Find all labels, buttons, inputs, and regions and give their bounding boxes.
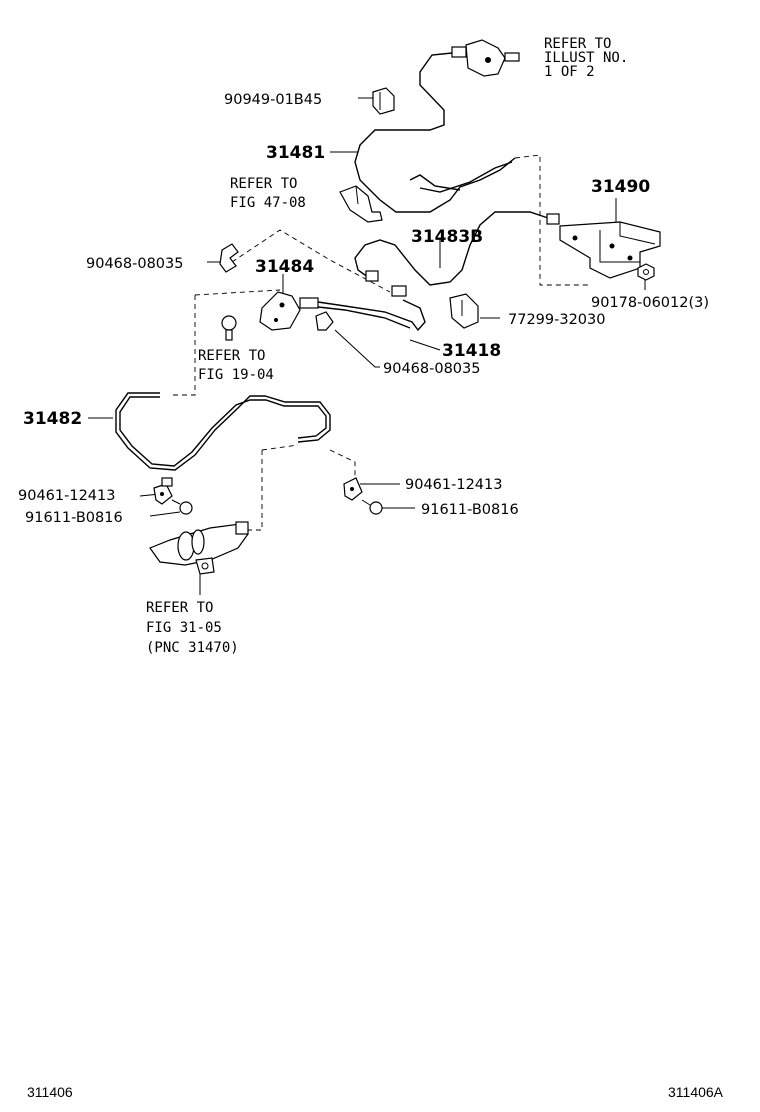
refer-illust-line-1: REFER TO bbox=[544, 36, 611, 52]
refer-fig-19-04-line-2: FIG 19-04 bbox=[198, 367, 274, 383]
bolt-91611-b0816-left bbox=[171, 499, 193, 515]
clip-90461-12413-left bbox=[153, 477, 173, 505]
label-90178-06012: 90178-06012(3) bbox=[591, 295, 709, 311]
clip-90468-08035-upper bbox=[219, 243, 239, 273]
junction-fitting-top bbox=[451, 39, 520, 77]
tube-31482 bbox=[115, 392, 331, 471]
refer-fig-31-05-line-2: FIG 31-05 bbox=[146, 620, 222, 636]
nut-90178-06012 bbox=[637, 263, 655, 281]
clamp-77299-32030 bbox=[449, 293, 479, 329]
label-90461-12413-left: 90461-12413 bbox=[18, 488, 116, 504]
label-77299-32030: 77299-32030 bbox=[508, 312, 606, 328]
fitting-31418-end bbox=[391, 285, 407, 297]
bracket-31490 bbox=[546, 213, 661, 279]
bracket-31484 bbox=[259, 291, 319, 331]
refer-fig-47-08-line-2: FIG 47-08 bbox=[230, 195, 306, 211]
label-90461-12413-right: 90461-12413 bbox=[405, 477, 503, 493]
clamp-90949-01b45 bbox=[372, 87, 395, 115]
label-90468-08035-upper: 90468-08035 bbox=[86, 256, 184, 272]
tube-31481-return bbox=[419, 161, 513, 193]
refer-fig-47-08-line-1: REFER TO bbox=[230, 176, 297, 192]
bolt-fig-19-04 bbox=[221, 315, 237, 341]
label-31481: 31481 bbox=[266, 143, 325, 163]
clip-90461-12413-right bbox=[343, 477, 363, 501]
label-31483b: 31483B bbox=[411, 227, 483, 247]
footer-left-code: 311406 bbox=[27, 1084, 73, 1100]
refer-illust-line-2: ILLUST NO. bbox=[544, 50, 628, 66]
label-31482: 31482 bbox=[23, 409, 82, 429]
label-90949-01b45: 90949-01B45 bbox=[224, 92, 322, 108]
label-31418: 31418 bbox=[442, 341, 501, 361]
release-cylinder-fig-31-05 bbox=[149, 521, 249, 575]
clip-90468-08035-lower bbox=[315, 311, 334, 331]
label-91611-b0816-left: 91611-B0816 bbox=[25, 510, 123, 526]
tube-31481 bbox=[354, 52, 516, 213]
refer-fig-31-05-line-3: (PNC 31470) bbox=[146, 640, 239, 656]
label-31490: 31490 bbox=[591, 177, 650, 197]
clip-fig-47-08 bbox=[339, 185, 383, 223]
hose-31418 bbox=[317, 299, 426, 332]
bolt-91611-b0816-right bbox=[361, 499, 383, 515]
label-91611-b0816-right: 91611-B0816 bbox=[421, 502, 519, 518]
refer-fig-31-05-line-1: REFER TO bbox=[146, 600, 213, 616]
footer-right-code: 311406A bbox=[668, 1084, 724, 1100]
label-31484: 31484 bbox=[255, 257, 314, 277]
refer-fig-19-04-line-1: REFER TO bbox=[198, 348, 265, 364]
refer-illust-line-3: 1 OF 2 bbox=[544, 64, 595, 80]
fitting-31483b-end bbox=[365, 270, 379, 282]
label-90468-08035-lower: 90468-08035 bbox=[383, 361, 481, 377]
tube-31483b bbox=[354, 211, 549, 286]
